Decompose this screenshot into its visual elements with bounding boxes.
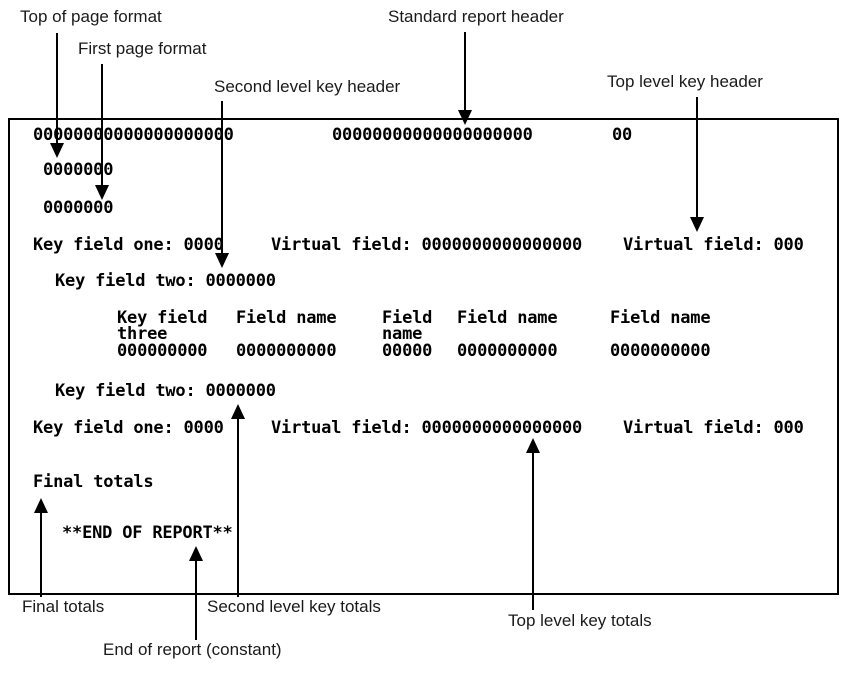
arrow-final-totals-line: [40, 511, 42, 597]
arrow-standard-report-header-head: [458, 110, 472, 125]
column-header-field-name-2-line2: name: [382, 324, 423, 344]
column-header-field-name-1: Field name: [236, 308, 337, 328]
detail-value-field-2: 00000: [382, 341, 433, 361]
virtual-field-header-mid: Virtual field: 0000000000000000: [271, 235, 583, 255]
arrow-end-of-report-line: [195, 559, 197, 640]
arrow-second-level-key-totals-head: [231, 404, 245, 419]
column-header-field-name-2-line1: Field: [382, 308, 433, 328]
column-header-field-name-3: Field name: [457, 308, 558, 328]
second-level-key-header-label: Second level key header: [214, 77, 401, 96]
second-level-key-totals-label: Second level key totals: [207, 597, 381, 616]
detail-value-field-4: 0000000000: [610, 341, 711, 361]
virtual-field-totals-right: Virtual field: 000: [623, 418, 804, 438]
detail-value-key-field-three: 000000000: [117, 341, 208, 361]
column-header-key-field-three-line1: Key field: [117, 308, 208, 328]
arrow-end-of-report-head: [189, 546, 203, 561]
arrow-top-level-key-totals-head: [526, 438, 540, 453]
first-page-format-line: 0000000: [43, 198, 114, 218]
top-of-page-format-label: Top of page format: [20, 7, 162, 26]
report-sample-box: [8, 118, 839, 595]
arrow-final-totals-head: [34, 498, 48, 513]
standard-report-header-label: Standard report header: [388, 7, 564, 26]
standard-report-header-mid: 00000000000000000000: [332, 125, 533, 145]
first-page-format-label: First page format: [78, 39, 207, 58]
final-totals-line: Final totals: [33, 472, 154, 492]
arrow-top-level-key-header-head: [690, 217, 704, 232]
key-field-two-header: Key field two: 0000000: [55, 271, 276, 291]
top-level-key-totals-label: Top level key totals: [508, 611, 652, 630]
arrow-top-of-page-format-head: [50, 143, 64, 158]
detail-value-field-1: 0000000000: [236, 341, 337, 361]
arrow-second-level-key-header-line: [221, 101, 223, 255]
end-of-report-constant-label: End of report (constant): [103, 640, 282, 659]
top-level-key-header-label: Top level key header: [607, 72, 763, 91]
key-field-one-totals: Key field one: 0000: [33, 418, 224, 438]
arrow-top-of-page-format-line: [56, 33, 58, 145]
arrow-top-level-key-header-line: [696, 97, 698, 219]
virtual-field-totals-mid: Virtual field: 0000000000000000: [271, 418, 583, 438]
standard-report-header-right: 00: [612, 125, 633, 145]
column-header-key-field-three-line2: three: [117, 324, 168, 344]
detail-value-field-3: 0000000000: [457, 341, 558, 361]
standard-report-header-left: 00000000000000000000: [33, 125, 234, 145]
arrow-standard-report-header-line: [464, 32, 466, 112]
end-of-report-line: **END OF REPORT**: [62, 523, 233, 543]
final-totals-label: Final totals: [22, 597, 105, 616]
top-of-page-format-line: 0000000: [43, 160, 114, 180]
arrow-second-level-key-totals-line: [237, 417, 239, 597]
arrow-second-level-key-header-head: [215, 253, 229, 268]
arrow-top-level-key-totals-line: [532, 451, 534, 610]
arrow-first-page-format-line: [101, 64, 103, 187]
column-header-field-name-4: Field name: [610, 308, 711, 328]
key-field-two-totals: Key field two: 0000000: [55, 381, 276, 401]
key-field-one-header: Key field one: 0000: [33, 235, 224, 255]
arrow-first-page-format-head: [95, 185, 109, 200]
virtual-field-header-right: Virtual field: 000: [623, 235, 804, 255]
